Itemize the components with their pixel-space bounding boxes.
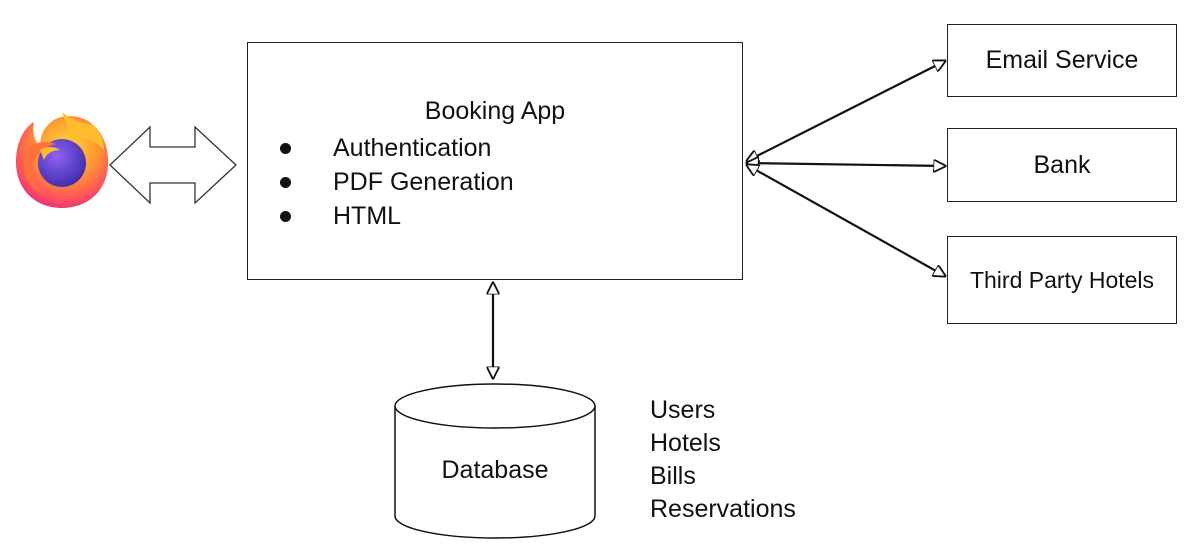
feature-label: Authentication xyxy=(333,134,492,162)
feature-item: Authentication xyxy=(280,131,514,165)
connector-app-email xyxy=(747,61,945,161)
connector-app-hotels xyxy=(747,165,945,276)
feature-item: PDF Generation xyxy=(280,165,514,199)
firefox-browser-icon xyxy=(16,112,109,208)
database-label: Database xyxy=(441,456,549,484)
third-party-hotels-label: Third Party Hotels xyxy=(969,266,1155,293)
table-item: Users xyxy=(650,396,716,424)
third-party-hotels-box: Third Party Hotels xyxy=(947,236,1177,324)
client-app-double-arrow xyxy=(109,125,237,205)
feature-label: HTML xyxy=(333,202,402,230)
bullet-icon xyxy=(280,176,291,188)
bank-label: Bank xyxy=(1033,150,1091,179)
database-table-list: Users Hotels Bills Reservations xyxy=(650,394,796,526)
booking-app-title: Booking App xyxy=(424,97,566,125)
bullet-icon xyxy=(280,142,291,154)
bank-box: Bank xyxy=(947,128,1177,202)
connector-app-bank xyxy=(747,163,945,166)
booking-app-feature-list: Authentication PDF Generation HTML xyxy=(280,131,514,233)
table-item: Bills xyxy=(650,462,696,490)
table-item: Hotels xyxy=(650,429,721,457)
database-cylinder xyxy=(394,383,596,539)
email-service-box: Email Service xyxy=(947,24,1177,97)
booking-app-box: Booking App Authentication PDF Generatio… xyxy=(247,42,743,280)
table-item: Reservations xyxy=(650,495,796,523)
feature-item: HTML xyxy=(280,199,514,233)
email-service-label: Email Service xyxy=(985,46,1139,74)
feature-label: PDF Generation xyxy=(333,168,514,196)
bullet-icon xyxy=(280,210,291,222)
